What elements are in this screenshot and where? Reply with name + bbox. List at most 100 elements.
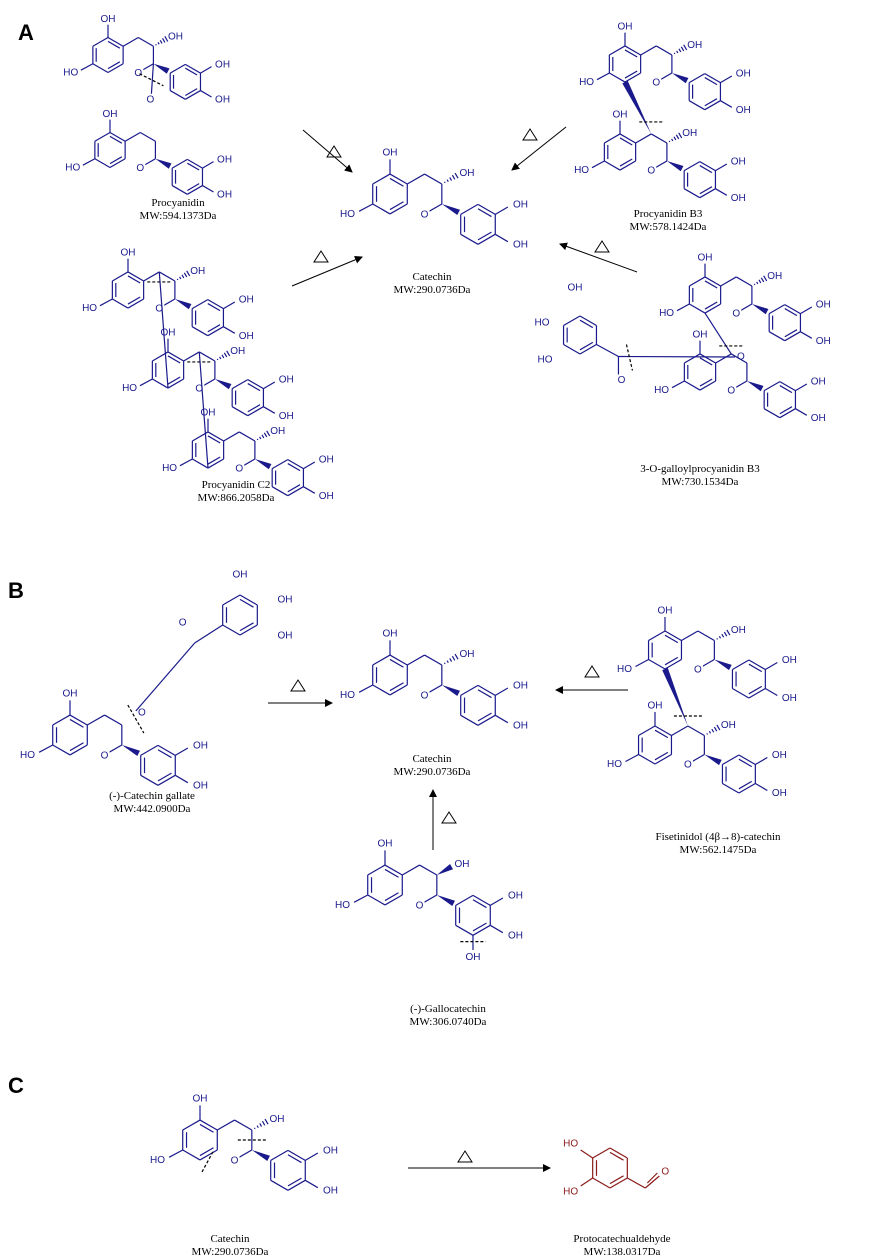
bond (303, 486, 316, 494)
bond (765, 661, 778, 671)
bond (646, 1172, 658, 1184)
atom-mask (99, 749, 110, 760)
bond (143, 271, 160, 282)
bond (287, 486, 304, 497)
hashed-bond (179, 276, 182, 280)
atom-label: OH (782, 693, 797, 704)
bond (270, 1179, 289, 1191)
wedge-bond (153, 63, 170, 74)
hashed-bond (675, 134, 680, 140)
atom-label: OH (319, 455, 334, 466)
bond (784, 329, 798, 338)
atom-mask (419, 208, 430, 219)
bond (185, 90, 201, 100)
bond (424, 654, 443, 666)
atom-label: OH (383, 629, 398, 640)
bond (684, 353, 701, 364)
heat-icon (522, 128, 538, 141)
bond (580, 1149, 594, 1159)
atom-label: O (732, 309, 740, 320)
hashed-bond (721, 633, 725, 638)
bond (635, 658, 649, 668)
caption-catechin-c-mw: MW:290.0736Da (192, 1246, 269, 1257)
atom-label: HO (122, 383, 137, 394)
bond (455, 894, 474, 906)
wedge-bond (174, 299, 192, 310)
bond (192, 458, 209, 469)
hashed-bond (443, 662, 446, 665)
bond (207, 431, 224, 442)
bond (187, 162, 200, 171)
atom-label: OH (513, 681, 528, 692)
bond (676, 303, 690, 312)
bond (755, 756, 768, 766)
arrow-c2-to-catechin (291, 255, 363, 287)
bond (580, 1177, 594, 1187)
atom-label: O (134, 68, 142, 79)
atom-label: HO (654, 385, 669, 396)
bond (112, 271, 129, 282)
atom-label: O (421, 691, 429, 702)
bond (644, 1175, 660, 1189)
bond (174, 774, 189, 784)
bond (185, 63, 201, 74)
bond (401, 864, 420, 876)
atom-label: OH (465, 952, 480, 963)
wedge-bond (441, 203, 460, 216)
atom-label: OH (693, 330, 708, 341)
bond (625, 753, 639, 763)
bond (389, 684, 408, 696)
wedge-bond (671, 73, 689, 84)
bond (52, 744, 71, 756)
atom-label: O (652, 78, 660, 89)
bond (287, 459, 304, 470)
bond (135, 642, 196, 712)
caption-catechin-gallate-name: (-)-Catechin gallate (109, 790, 195, 802)
heat-icon (584, 665, 600, 678)
hashed-bond (676, 50, 679, 54)
wedge-bond (751, 304, 769, 315)
caption-procyanidin-name: Procyanidin (151, 197, 205, 209)
atom-label: HO (579, 77, 594, 88)
atom-label: HO (335, 900, 350, 911)
hashed-bond (673, 52, 676, 55)
atom-label: OH (378, 839, 393, 850)
bond (609, 45, 626, 56)
bond (489, 897, 504, 906)
bond (704, 276, 721, 287)
atom-label: OH (217, 189, 232, 200)
atom-label: HO (659, 308, 674, 319)
bond (152, 378, 169, 389)
wedge-bond (155, 158, 172, 169)
bond (477, 714, 496, 726)
bond (239, 598, 254, 608)
atom-label: O (147, 94, 155, 105)
heat-icon (326, 145, 342, 158)
bond (185, 67, 198, 76)
atom-label: O (416, 901, 424, 912)
bond (127, 271, 144, 282)
bond (765, 687, 778, 697)
bond (638, 725, 656, 737)
bond (92, 37, 109, 47)
bond (199, 1119, 218, 1131)
hashed-bond (443, 181, 446, 184)
bond (182, 1119, 201, 1131)
atom-label: O (727, 386, 735, 397)
bond (720, 100, 733, 108)
atom-label: O (101, 751, 109, 762)
bond (222, 594, 241, 606)
bond (704, 301, 718, 310)
bond (207, 458, 224, 469)
arrow-b3-to-catechin (511, 126, 567, 171)
bond (109, 132, 126, 142)
atom-label: OH (513, 200, 528, 211)
atom-label: OH (782, 655, 797, 666)
bond (688, 100, 706, 111)
hashed-bond (713, 726, 718, 732)
atom-label: OH (103, 109, 118, 120)
bond (722, 782, 740, 794)
bond (472, 922, 487, 932)
